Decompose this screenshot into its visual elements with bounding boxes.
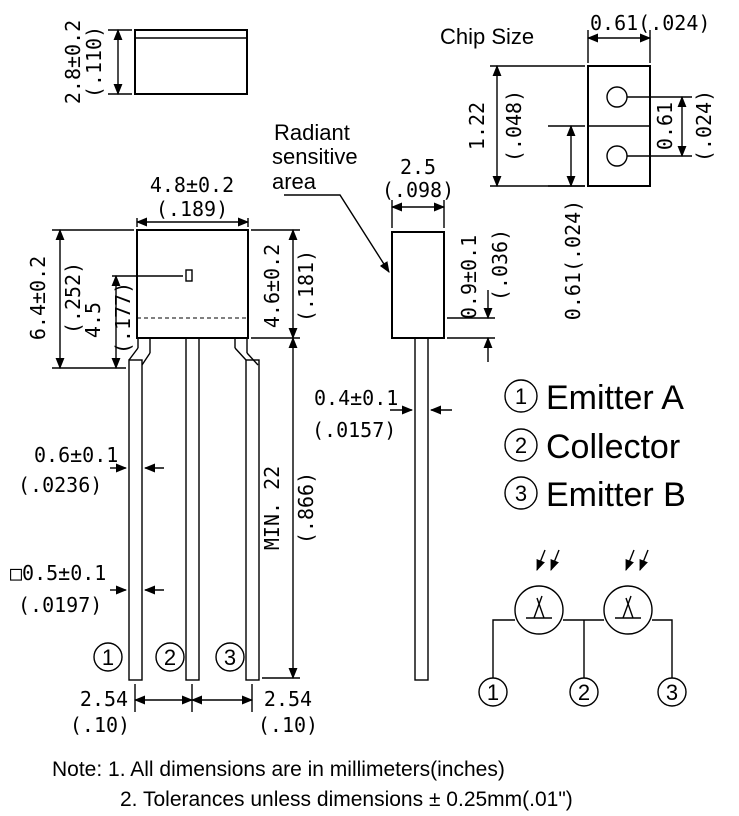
- chip-height-dim: 1.22: [465, 102, 489, 150]
- front-height-dim-in: (.252): [61, 262, 85, 334]
- legend-3-number: 3: [515, 481, 527, 506]
- side-lead: [414, 337, 429, 681]
- chip-size-title: Chip Size: [440, 24, 534, 49]
- lead-length-dim-in: (.866): [294, 472, 318, 544]
- legend-3-circle: [504, 476, 538, 510]
- sensitive-label-2: sensitive: [272, 144, 358, 169]
- front-pin-1-circle: [93, 642, 123, 672]
- chip-pad-bottom: [606, 145, 628, 167]
- lead-width-dim-in: (.0236): [18, 473, 102, 497]
- pitch-left-dim: 2.54: [80, 687, 128, 711]
- schematic-pin-2-circle: [569, 677, 599, 707]
- lead-square-dim-in: (.0197): [18, 593, 102, 617]
- chip-bottom-dim: 0.61(.024): [561, 200, 585, 320]
- pin-legend: 1 Emitter A 2 Collector 3 Emitter B: [504, 379, 686, 514]
- top-height-dim: 2.8±0.2: [61, 20, 85, 104]
- schematic-pin-3-label: 3: [666, 680, 678, 705]
- sensitive-label-1: Radiant: [274, 120, 350, 145]
- notes: Note: 1. All dimensions are in millimete…: [52, 758, 573, 811]
- chip-width-dim: 0.61(.024): [590, 11, 710, 35]
- pitch-left-dim-in: (.10): [70, 713, 130, 737]
- side-offset-dim-in: (.036): [488, 229, 512, 301]
- front-pin-2-circle: [155, 642, 185, 672]
- side-width-dim-in: (.098): [382, 178, 454, 202]
- top-height-dim-in: (.110): [82, 26, 106, 98]
- note-line-2: 2. Tolerances unless dimensions ± 0.25mm…: [120, 788, 573, 811]
- side-offset-dim: 0.9±0.1: [457, 235, 481, 319]
- legend-1-number: 1: [515, 384, 527, 409]
- phototransistor-a: [514, 585, 564, 635]
- side-view: Radiant sensitive area 2.5 (.098) 0.9±0.…: [272, 120, 512, 681]
- pitch-right-dim: 2.54: [264, 687, 312, 711]
- front-pin-2-label: 2: [164, 645, 176, 670]
- lead-2: [185, 337, 200, 681]
- top-view-body: [134, 29, 248, 95]
- front-right-dim-in: (.181): [294, 250, 318, 322]
- front-view-body: [136, 229, 249, 339]
- side-view-body: [391, 231, 445, 339]
- lead-square-dim: □0.5±0.1: [10, 561, 106, 585]
- front-width-dim-in: (.189): [156, 197, 228, 221]
- front-view: 4.8±0.2 (.189) 6.4±0.2 (.252) 4.5 (.177)…: [10, 173, 318, 737]
- legend-1-circle: [504, 379, 538, 413]
- lead-1: [128, 359, 143, 681]
- legend-2-circle: [504, 428, 538, 462]
- front-center-dim: 4.5: [81, 302, 105, 338]
- chip-pad-top: [606, 86, 628, 108]
- legend-2-label: Collector: [546, 428, 680, 466]
- chip-pitch-dim: 0.61: [653, 102, 677, 150]
- lead-3: [245, 359, 260, 681]
- side-lead-dim-in: (.0157): [312, 418, 396, 442]
- front-pin-1-label: 1: [102, 645, 114, 670]
- schematic-pin-3-circle: [657, 677, 687, 707]
- side-lead-dim: 0.4±0.1: [314, 386, 398, 410]
- schematic-pin-1-label: 1: [487, 680, 499, 705]
- legend-1-label: Emitter A: [546, 379, 684, 417]
- top-view: 2.8±0.2 (.110): [61, 20, 248, 104]
- schematic: 1 2 3: [478, 549, 687, 707]
- front-pin-3-label: 3: [224, 645, 236, 670]
- schematic-pin-1-circle: [478, 677, 508, 707]
- chip-size-view: Chip Size 0.61(.024) 1.22 (.048) 0.61 (.…: [440, 11, 716, 320]
- phototransistor-b: [603, 585, 653, 635]
- pitch-right-dim-in: (.10): [258, 713, 318, 737]
- lead-length-dim: MIN. 22: [260, 466, 284, 550]
- front-right-dim: 4.6±0.2: [260, 244, 284, 328]
- chip-pitch-dim-in: (.024): [692, 90, 716, 162]
- side-width-dim: 2.5: [400, 155, 436, 179]
- front-height-dim: 6.4±0.2: [26, 256, 50, 340]
- lead-width-dim: 0.6±0.1: [34, 443, 118, 467]
- chip-height-dim-in: (.048): [502, 90, 526, 162]
- legend-2-number: 2: [515, 433, 527, 458]
- sensor-window: [185, 269, 193, 282]
- front-center-dim-in: (.177): [111, 282, 135, 354]
- legend-3-label: Emitter B: [546, 476, 686, 514]
- schematic-pin-2-label: 2: [578, 680, 590, 705]
- front-pin-3-circle: [215, 642, 245, 672]
- note-line-1: Note: 1. All dimensions are in millimete…: [52, 758, 505, 781]
- front-width-dim: 4.8±0.2: [150, 173, 234, 197]
- sensitive-label-3: area: [272, 169, 317, 194]
